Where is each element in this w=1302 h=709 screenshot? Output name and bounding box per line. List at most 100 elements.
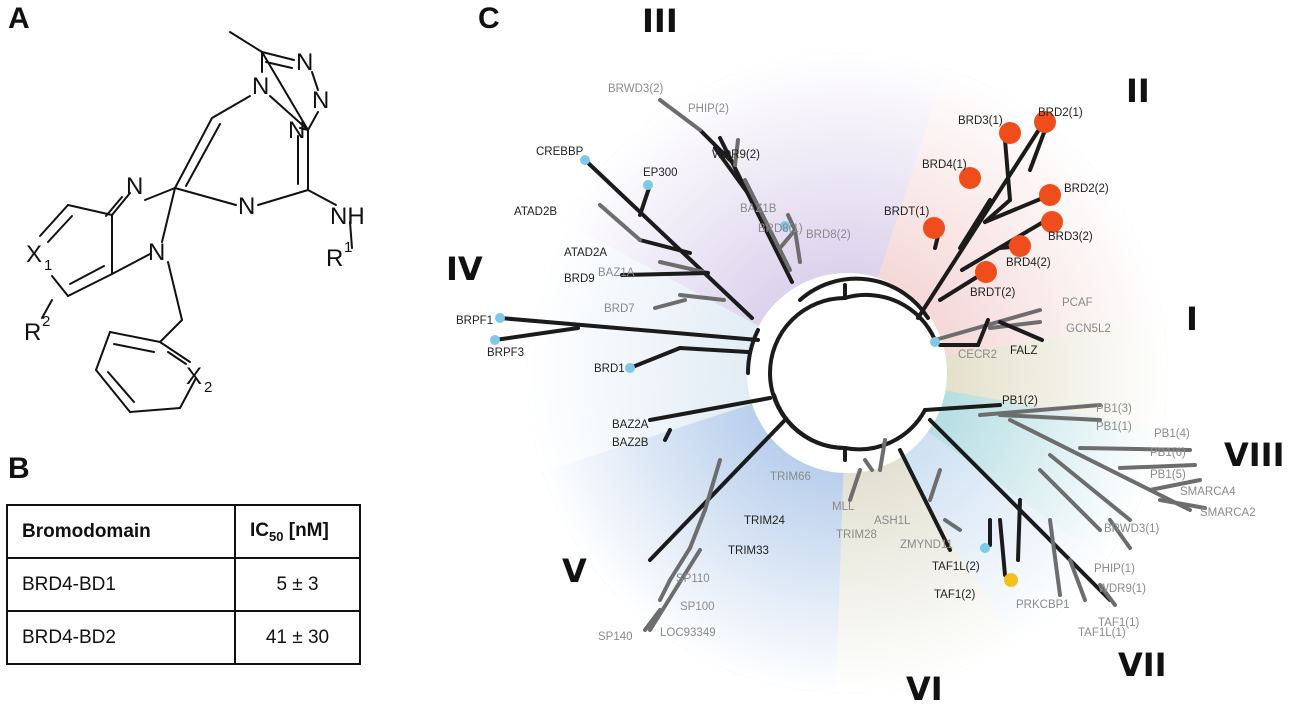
table-row: BRD4-BD1 5 ± 3 <box>6 557 361 612</box>
tree-leaf-label: TAF1(2) <box>934 589 975 601</box>
tree-leaf-label: BRDT(1) <box>884 206 930 218</box>
tree-branch <box>923 403 1002 412</box>
tree-branch <box>1038 468 1102 532</box>
tree-branch <box>928 468 942 502</box>
tree-branch <box>898 448 952 552</box>
tree-branch <box>983 198 1012 224</box>
atom-x1-sub: 1 <box>44 257 52 274</box>
atom-x2-sub: 2 <box>204 379 212 396</box>
tree-branch <box>988 320 1042 330</box>
tree-branch <box>658 98 702 132</box>
tree-branch <box>718 136 794 284</box>
tree-branch <box>1028 120 1050 172</box>
tree-branch <box>998 320 1044 342</box>
tree-leaf-label: BRD4(2) <box>1006 257 1051 269</box>
sector-vi <box>835 373 1017 693</box>
tree-leaf-label: TRIM66 <box>770 471 811 483</box>
tree-branch <box>1158 498 1207 510</box>
tree-branch <box>793 228 802 264</box>
tree-branch <box>998 413 1102 422</box>
tree-node-dot <box>923 217 945 239</box>
tree-leaf-label: BRD8(1) <box>758 223 803 235</box>
tree-node-dot <box>495 313 505 323</box>
tree-branch <box>933 308 1042 342</box>
atom-n-1: N <box>296 49 313 76</box>
tree-node-dot <box>959 167 981 189</box>
atom-nh: NH <box>330 203 365 230</box>
tree-leaf-label: FALZ <box>1010 345 1037 357</box>
tree-leaf-label: BRPF3 <box>487 347 524 359</box>
tree-branch <box>628 346 682 370</box>
tree-branch <box>1048 518 1062 597</box>
tree-branch <box>863 458 874 472</box>
tree-leaf-label: PB1(6) <box>1150 447 1186 459</box>
tree-node-dot <box>999 122 1021 144</box>
header-ic50: IC50 [nM] <box>234 504 361 559</box>
tree-leaf-label: BAZ2B <box>612 437 649 449</box>
tree-branch <box>648 418 787 562</box>
tree-leaf-label: BRWD3(1) <box>1104 523 1160 535</box>
tree-branch <box>998 518 1007 577</box>
sector-ii <box>847 68 1163 373</box>
tree-branch <box>848 468 862 502</box>
row-value: 41 ± 30 <box>234 610 361 665</box>
tree-branch <box>916 126 1042 320</box>
tree-branch <box>653 298 687 310</box>
tree-leaf-label: TRIM33 <box>728 545 769 557</box>
structure-bonds <box>39 31 353 413</box>
chemical-structure: N N N N N N N NH R 1 X 1 R 2 X 2 <box>24 31 365 413</box>
tree-leaf-label: PB1(2) <box>1002 395 1038 407</box>
tree-branch <box>778 228 797 250</box>
tree-branch <box>598 203 642 242</box>
tree-leaf-label: LOC93349 <box>660 627 716 639</box>
tree-leaf-label: ZMYND11 <box>900 539 953 551</box>
tree-leaf-label: SP110 <box>676 573 710 585</box>
tree-leaf-label: TRIM28 <box>836 529 877 541</box>
atom-r2-sup: 2 <box>42 313 50 330</box>
tree-leaf-label: BRD7 <box>604 303 635 315</box>
sector-i <box>847 317 1168 440</box>
tree-branch <box>1148 478 1202 492</box>
tree-branch <box>703 458 722 512</box>
tree-node-dot <box>1039 184 1061 206</box>
sector-iii <box>564 52 946 373</box>
tree-branch <box>958 198 992 250</box>
tree-leaf-label: ATAD2A <box>564 247 607 259</box>
tree-sectors <box>527 52 1168 693</box>
tree-leaf-label: BRD3(1) <box>958 115 1003 127</box>
tree-leaf-label: BRD8(2) <box>806 229 851 241</box>
tree-branch <box>663 428 672 442</box>
tree-branch <box>978 403 1102 417</box>
sector-viii <box>847 373 1163 562</box>
tree-leaf-labels: BRWD3(2)PHIP(2)WDR9(2)BAZ1BBRD8(1)BRD8(2… <box>456 83 1256 643</box>
tree-leaf-label: TAF1(1) <box>1098 617 1139 629</box>
tree-branch <box>998 244 1024 250</box>
sector-v <box>542 373 847 693</box>
tree-leaf-label: BRD3(2) <box>1048 231 1093 243</box>
tree-fade <box>527 53 1167 693</box>
tree-branch <box>648 548 702 632</box>
atom-n-7: N <box>288 117 305 144</box>
row-value: 5 ± 3 <box>234 557 361 612</box>
tree-branch <box>983 193 1052 224</box>
structure-atoms: N N N N N N N NH R 1 X 1 R 2 X 2 <box>24 49 365 396</box>
tree-branch <box>1118 463 1197 470</box>
group-label-ii: II <box>1126 72 1150 110</box>
row-name: BRD4-BD1 <box>6 557 236 612</box>
tree-leaf-label: PHIP(1) <box>1094 563 1135 575</box>
tree-node-dot <box>1034 111 1056 133</box>
atom-n-2: N <box>312 87 329 114</box>
atom-x1: X <box>26 241 42 268</box>
tree-branch <box>638 183 652 217</box>
tree-leaf-label: PRKCBP1 <box>1016 599 1070 611</box>
tree-leaf-label: PCAF <box>1062 297 1093 309</box>
tree-branch <box>648 396 772 422</box>
tree-leaf-label: WDR9(2) <box>712 149 760 161</box>
tree-branch <box>786 213 797 232</box>
tree-branch <box>638 238 692 255</box>
tree-branch <box>1008 418 1192 512</box>
tree-leaf-label: PHIP(2) <box>688 103 729 115</box>
tree-leaf-label: TAF1L(1) <box>1078 627 1126 639</box>
tree-branch <box>938 270 987 302</box>
tree-leaf-label: BAZ2A <box>612 419 649 431</box>
